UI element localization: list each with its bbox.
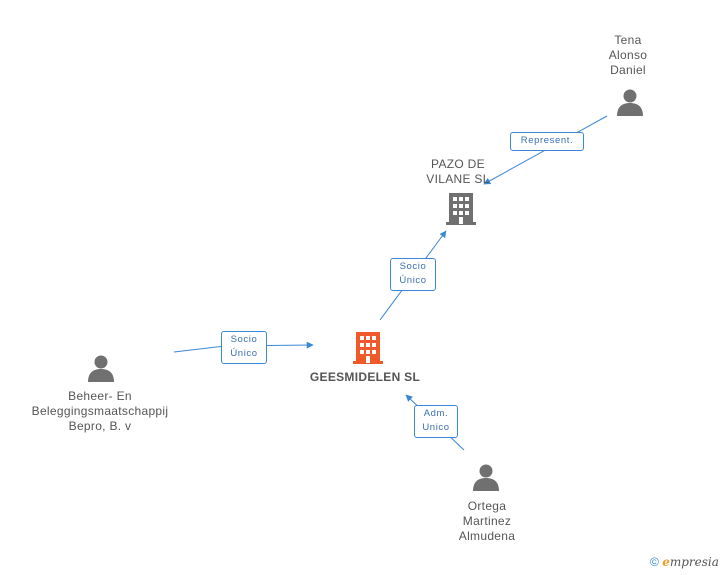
building-icon-main [353, 332, 383, 364]
edge-label-socio-unico-left: Socio Único [221, 331, 267, 364]
person-icon [473, 464, 499, 491]
person-icon [617, 89, 643, 116]
node-label-tena[interactable]: Tena Alonso Daniel [608, 33, 648, 77]
brand-logo: empresia [662, 555, 719, 569]
edge-label-socio-unico-up: Socio Único [390, 258, 436, 291]
node-label-beheer[interactable]: Beheer- En Beleggingsmaatschappij Bepro,… [31, 389, 169, 433]
copyright-icon: © [650, 555, 659, 569]
node-label-geesmidelen[interactable]: GEESMIDELEN SL [309, 370, 421, 384]
edge-label-represent: Represent. [510, 132, 584, 151]
edge-label-adm-unico: Adm. Unico [414, 405, 458, 438]
node-label-ortega[interactable]: Ortega Martinez Almudena [458, 499, 516, 543]
footer-brand[interactable]: © empresia [650, 555, 719, 569]
building-icon [446, 193, 476, 225]
node-label-pazo[interactable]: PAZO DE VILANE SL [426, 157, 490, 186]
person-icon [88, 355, 114, 382]
